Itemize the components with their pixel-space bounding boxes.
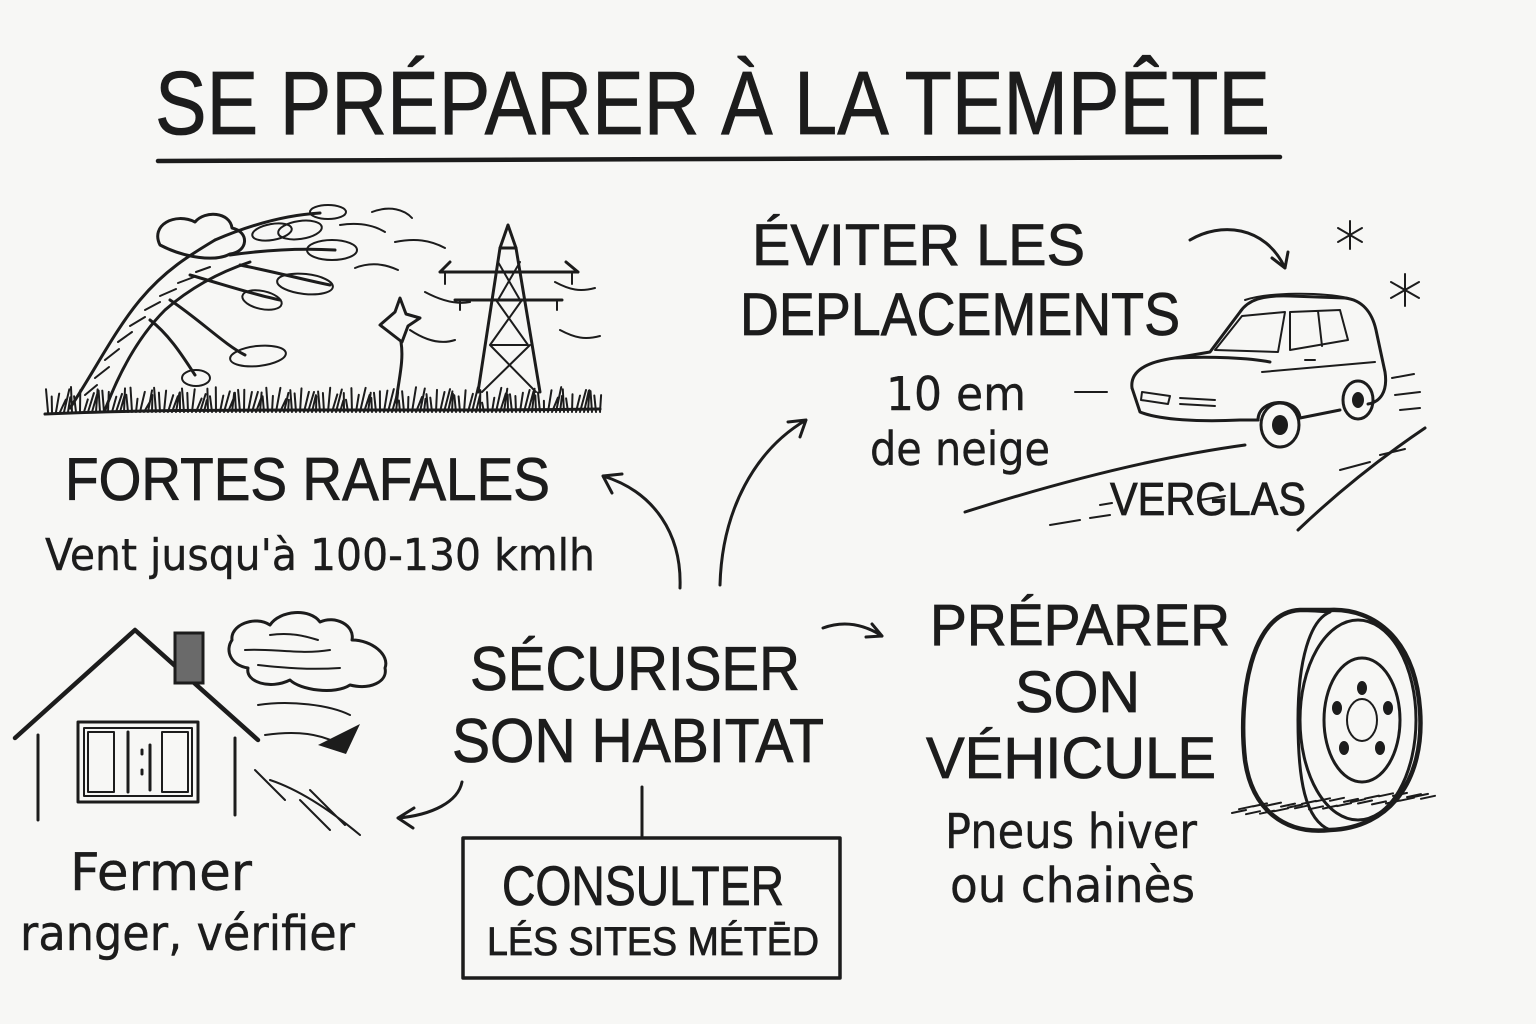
- windblown-tree-icon: [43, 204, 603, 416]
- vehicle-detail-line1: Pneus hiver: [945, 804, 1197, 860]
- snow-label: de neige: [870, 422, 1050, 476]
- car-icon: [1074, 228, 1421, 449]
- center-heading-line2: SON HABITAT: [452, 707, 824, 776]
- travel-heading-line1: ÉVITER LES: [752, 213, 1085, 278]
- center-heading-line1: SÉCURISER: [470, 635, 800, 704]
- home-detail-line1: Fermer: [70, 843, 253, 903]
- arrow-to-gusts: [601, 472, 682, 590]
- vehicle-heading-line3: VÉHICULE: [926, 726, 1216, 791]
- home-detail-line2: ranger, vérifier: [20, 906, 355, 962]
- weather-box: [461, 836, 842, 980]
- arrow-to-travel: [718, 418, 808, 587]
- page-title: SE PRÉPARER À LA TEMPÊTE: [155, 54, 1270, 154]
- arrow-to-vehicle: [821, 622, 884, 639]
- title-underline: [155, 154, 1283, 164]
- icy-road: [963, 426, 1427, 532]
- vehicle-heading-line1: PRÉPARER: [930, 593, 1230, 658]
- vehicle-detail-line2: ou chainès: [950, 858, 1195, 914]
- ice-label: VERGLAS: [1110, 473, 1306, 525]
- weather-box-line2: LÉS SITES MÉTĒD: [487, 919, 819, 964]
- arrow-to-home: [396, 780, 464, 830]
- vehicle-heading-line2: SON: [1015, 660, 1140, 725]
- wind-cloud-icon: [227, 611, 388, 836]
- house-icon: [12, 627, 261, 822]
- gusts-detail: Vent jusqu'à 100-130 kmlh: [45, 530, 595, 581]
- power-pylon-icon: [438, 223, 580, 394]
- winter-tire-icon: [1231, 607, 1436, 833]
- snow-amount: 10 em: [886, 367, 1026, 421]
- travel-heading-line2: DEPLACEMENTS: [740, 281, 1180, 348]
- snowflake-icon: [1337, 220, 1420, 307]
- weather-box-line1: CONSULTER: [502, 854, 784, 917]
- gusts-heading: FORTES RAFALES: [65, 446, 550, 513]
